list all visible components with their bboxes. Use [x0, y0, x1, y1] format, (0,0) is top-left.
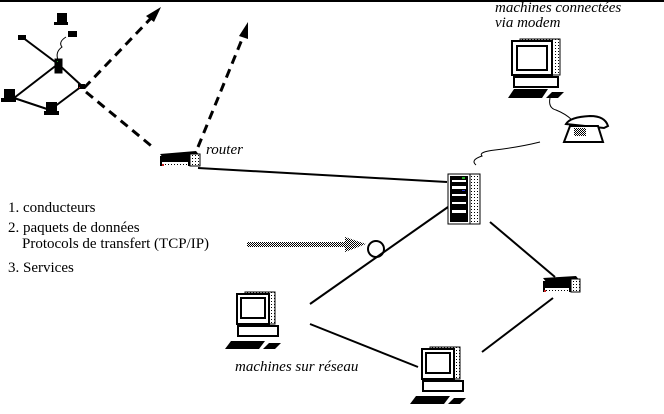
router-machine-link [481, 297, 554, 353]
server-icon [447, 173, 481, 225]
router-icon [543, 276, 581, 293]
remote-computer-icon [57, 13, 67, 22]
router-label: router [206, 142, 243, 158]
modem-label-line1: machines connectées [495, 0, 622, 16]
remote-computer-icon [4, 89, 15, 98]
dashed-arrow-line [82, 12, 157, 90]
computer-icon [508, 38, 564, 98]
server-router-link [489, 221, 556, 278]
arrowhead-icon [239, 22, 248, 39]
modem-machines-label: machines connectées via modem [495, 0, 622, 31]
list-item: 3. Services [8, 260, 74, 276]
computer-icon [225, 291, 281, 349]
dashed-arrow-line [85, 90, 156, 151]
modem-phone-line [473, 141, 541, 166]
remote-modem-cord [56, 36, 67, 61]
layers-list: 1. conducteurs 2. paquets de données Pro… [8, 198, 209, 278]
dashed-arrow-line [196, 31, 247, 148]
tcpip-arrow [247, 237, 385, 258]
remote-network [1, 13, 85, 115]
remote-link [21, 36, 59, 65]
remote-computer-icon [46, 102, 57, 111]
remote-server-icon [54, 58, 63, 74]
network-machines-label: machines sur réseau [235, 359, 359, 375]
router-server-link [197, 167, 448, 183]
router-icon [160, 151, 201, 167]
arrowhead-icon [146, 7, 161, 22]
telephone-icon [562, 114, 610, 143]
machine-machine-link [309, 323, 419, 368]
list-item: 2. paquets de données [8, 220, 140, 236]
list-item: 1. conducteurs [8, 200, 96, 216]
phone-cord [549, 97, 573, 121]
computer-icon [410, 346, 466, 404]
packet-circle-icon [367, 240, 385, 258]
dashed-arrows [82, 7, 248, 151]
modem-label-line2: via modem [495, 15, 561, 31]
remote-link [13, 97, 51, 111]
remote-router-icon [78, 84, 85, 89]
list-item-sub: Protocols de transfert (TCP/IP) [22, 236, 210, 252]
remote-phone-icon [68, 31, 77, 37]
remote-link [13, 63, 59, 99]
remote-printer-icon [18, 35, 26, 40]
